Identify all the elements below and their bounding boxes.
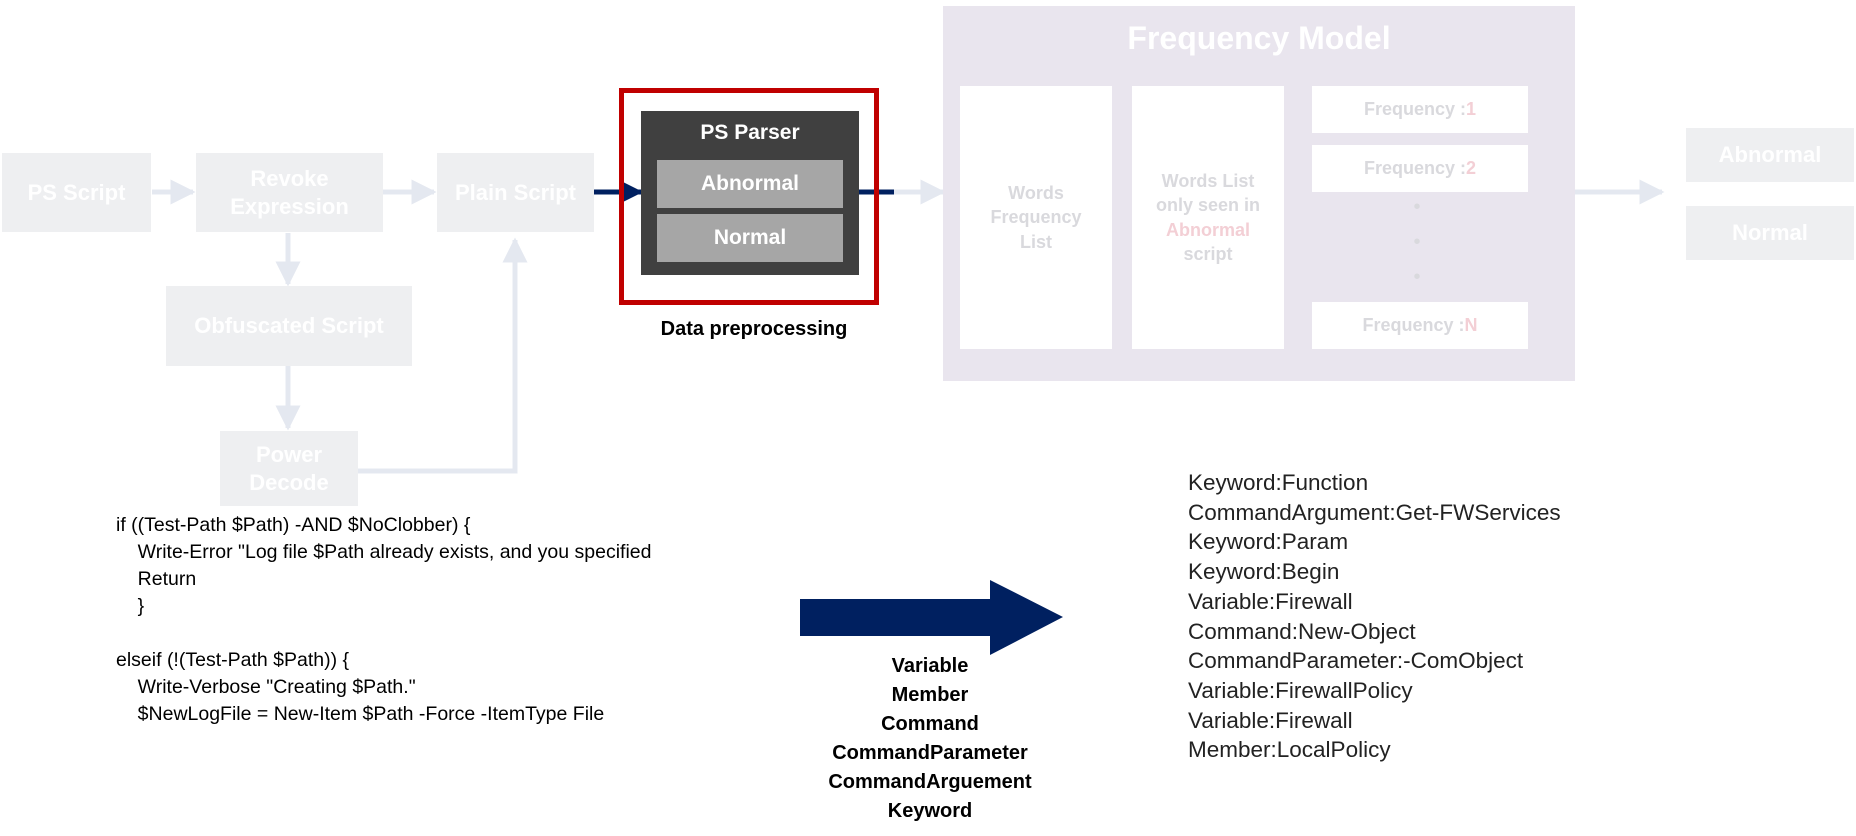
- ellipsis-dot: •: [1413, 231, 1421, 253]
- token-item: Member:LocalPolicy: [1188, 737, 1391, 763]
- ps-parser-title: PS Parser: [700, 121, 800, 144]
- token-item: Keyword:Begin: [1188, 559, 1340, 585]
- code-line: if ((Test-Path $Path) -AND $NoClobber) {: [116, 514, 471, 536]
- parser-highlight-frame: [619, 88, 879, 305]
- code-line: Write-Error "Log file $Path already exis…: [116, 541, 652, 563]
- plain-script-label: Plain Script: [454, 179, 577, 205]
- code-line: [116, 620, 651, 647]
- token-type-item: Keyword: [887, 800, 973, 822]
- token-type-item: Variable: [891, 655, 969, 677]
- code-line: }: [116, 595, 145, 617]
- revoke-expression-box: Revoke Expression: [196, 153, 383, 232]
- frequency-1-row: Frequency : 1: [1312, 86, 1528, 133]
- code-line: Write-Verbose "Creating $Path.": [116, 676, 416, 698]
- obfuscated-script-label: Obfuscated Script: [194, 313, 384, 339]
- token-item: Keyword:Param: [1188, 529, 1349, 555]
- arrow-decode-to-plain: [358, 237, 528, 474]
- parsed-tokens-list: Keyword:Function CommandArgument:Get-FWS…: [1188, 468, 1561, 765]
- token-item: Variable:Firewall: [1188, 707, 1353, 733]
- output-abnormal-label: Abnormal: [1718, 142, 1822, 168]
- words-frequency-list-label: Words Frequency List: [990, 183, 1082, 252]
- token-types-list: Variable Member Command CommandParameter…: [780, 652, 1080, 826]
- token-type-item: Command: [881, 713, 979, 735]
- frequency-n-row: Frequency : N: [1312, 302, 1528, 349]
- parser-abnormal-box: Abnormal: [657, 160, 843, 208]
- ps-script-box: PS Script: [2, 153, 151, 232]
- token-item: CommandParameter:-ComObject: [1188, 648, 1524, 674]
- frequency-n-value: N: [1464, 315, 1478, 336]
- words-list-abnormal-highlight: Abnormal: [1165, 219, 1250, 240]
- frequency-1-label: Frequency :: [1363, 99, 1466, 120]
- output-normal-label: Normal: [1732, 220, 1808, 246]
- frequency-2-label: Frequency :: [1363, 158, 1466, 179]
- code-line: elseif (!(Test-Path $Path)) {: [116, 649, 350, 671]
- frequency-n-label: Frequency :: [1362, 315, 1465, 336]
- frequency-1-value: 1: [1466, 99, 1477, 120]
- token-type-item: CommandParameter: [832, 742, 1028, 764]
- frequency-2-row: Frequency : 2: [1312, 145, 1528, 192]
- ellipsis-dot: •: [1413, 266, 1421, 288]
- token-type-item: CommandArguement: [828, 771, 1032, 793]
- revoke-expression-label: Revoke Expression: [230, 166, 349, 219]
- frequency-2-value: 2: [1466, 158, 1477, 179]
- big-arrow: [800, 580, 1063, 655]
- abnormal-words-list-panel: Words List only seen in Abnormal script: [1132, 86, 1284, 349]
- output-normal-box: Normal: [1686, 206, 1854, 260]
- words-frequency-list-panel: Words Frequency List: [960, 86, 1112, 349]
- ellipsis-dot: •: [1413, 196, 1421, 218]
- power-decode-box: Power Decode: [220, 431, 358, 506]
- token-item: Variable:FirewallPolicy: [1188, 677, 1413, 703]
- frequency-model-title: Frequency Model: [1127, 20, 1391, 56]
- token-item: Command:New-Object: [1188, 618, 1416, 644]
- token-item: Keyword:Function: [1188, 470, 1369, 495]
- powershell-code-sample: if ((Test-Path $Path) -AND $NoClobber) {…: [116, 512, 651, 728]
- token-item: CommandArgument:Get-FWServices: [1188, 499, 1561, 525]
- code-line: Return: [116, 568, 197, 590]
- token-type-item: Member: [891, 684, 969, 706]
- code-line: $NewLogFile = New-Item $Path -Force -Ite…: [116, 703, 605, 725]
- ps-script-label: PS Script: [27, 179, 126, 205]
- plain-script-box: Plain Script: [437, 153, 594, 232]
- output-abnormal-box: Abnormal: [1686, 128, 1854, 182]
- parser-normal-box: Normal: [657, 214, 843, 262]
- data-preprocessing-label: Data preprocessing: [660, 318, 848, 340]
- power-decode-label: Power Decode: [249, 442, 329, 495]
- obfuscated-script-box: Obfuscated Script: [166, 286, 412, 366]
- words-list-suffix: script: [1183, 243, 1233, 264]
- ps-parser-box: PS Parser Abnormal Normal: [641, 111, 859, 275]
- token-item: Variable:Firewall: [1188, 588, 1353, 614]
- words-list-prefix: Words List only seen in: [1155, 170, 1261, 216]
